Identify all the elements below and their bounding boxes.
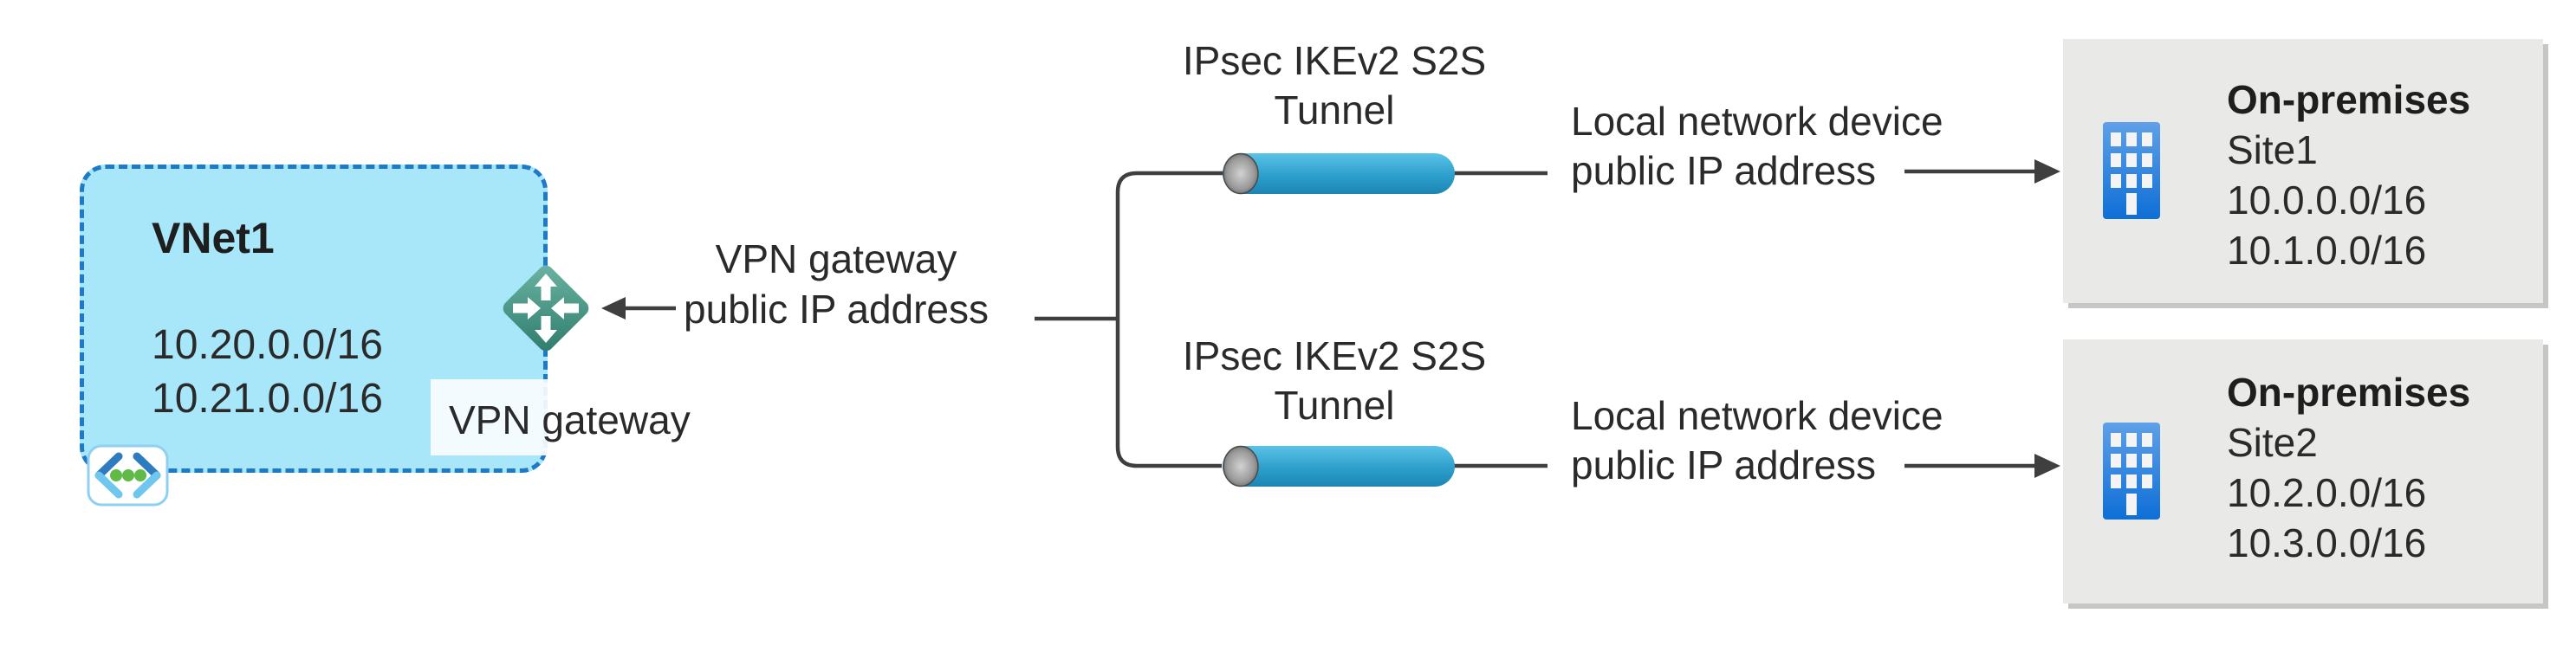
- tunnel1-label-line2: Tunnel: [1274, 87, 1395, 132]
- site1-building-icon: [2103, 122, 2160, 219]
- vpn-gateway-label-background: [431, 379, 548, 455]
- tunnel2-label-line2: Tunnel: [1274, 383, 1395, 428]
- vnet-address-space-1: 10.20.0.0/16: [152, 322, 383, 368]
- gateway-public-ip-label: VPN gateway public IP address: [646, 234, 1027, 334]
- vnet-box: [80, 165, 548, 473]
- site1-name: Site1: [2227, 127, 2318, 172]
- vnet-name: VNet1: [152, 214, 275, 262]
- site2-address-space-1: 10.2.0.0/16: [2227, 470, 2427, 515]
- device1-label-line2: public IP address: [1571, 148, 1877, 193]
- site1-address-space-2: 10.1.0.0/16: [2227, 228, 2427, 273]
- site2-title: On-premises: [2227, 370, 2471, 415]
- vpn-gateway-label: VPN gateway: [449, 397, 691, 442]
- tunnel1-pipe-icon: [1223, 152, 1455, 195]
- tunnel1-label-line1: IPsec IKEv2 S2S: [1182, 38, 1487, 83]
- gateway-ip-arrow: [601, 297, 676, 320]
- vpn-gateway-diamond-icon: [503, 265, 589, 352]
- device1-label-line1: Local network device: [1571, 99, 1943, 144]
- tunnel1-label: IPsec IKEv2 S2S Tunnel: [1161, 36, 1508, 135]
- gateway-public-ip-label-line1: VPN gateway: [715, 236, 957, 281]
- site2-arrow: [1904, 454, 2060, 478]
- site1-address-space-1: 10.0.0.0/16: [2227, 178, 2427, 223]
- vnet-address-spaces: 10.20.0.0/16 10.21.0.0/16: [152, 319, 383, 426]
- device1-label: Local network device public IP address: [1571, 97, 1943, 196]
- site2-text: On-premises Site2 10.2.0.0/16 10.3.0.0/1…: [2227, 367, 2470, 568]
- site1-text: On-premises Site1 10.0.0.0/16 10.1.0.0/1…: [2227, 74, 2470, 275]
- device2-label-line1: Local network device: [1571, 393, 1943, 438]
- site1-arrow: [1904, 159, 2060, 184]
- site2-building-icon: [2103, 423, 2160, 520]
- tunnel-branch-lines: [1035, 171, 1548, 468]
- tunnel2-pipe-icon: [1223, 445, 1455, 487]
- virtual-network-icon: [87, 444, 169, 507]
- device2-label-line2: public IP address: [1571, 442, 1877, 487]
- site2-name: Site2: [2227, 420, 2318, 465]
- device2-label: Local network device public IP address: [1571, 391, 1943, 490]
- tunnel2-label: IPsec IKEv2 S2S Tunnel: [1161, 332, 1508, 430]
- gateway-public-ip-label-line2: public IP address: [683, 287, 990, 332]
- vnet-address-space-2: 10.21.0.0/16: [152, 376, 383, 422]
- tunnel2-label-line1: IPsec IKEv2 S2S: [1182, 333, 1487, 378]
- site2-address-space-2: 10.3.0.0/16: [2227, 520, 2427, 565]
- site1-title: On-premises: [2227, 77, 2471, 122]
